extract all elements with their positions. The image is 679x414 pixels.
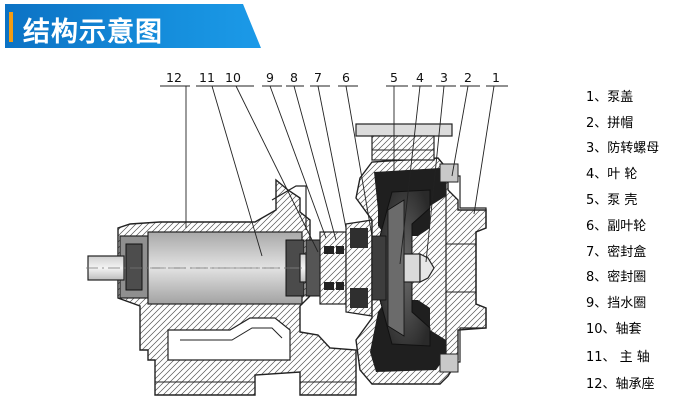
- legend-item: 9、挡水圈: [586, 296, 647, 311]
- seal-assembly: [305, 219, 373, 317]
- legend-item: 11、 主 轴: [586, 350, 650, 365]
- legend-item: 12、轴承座: [586, 377, 655, 392]
- callout-5: 5: [390, 70, 398, 85]
- callout-4: 4: [416, 70, 424, 85]
- header-band: [5, 4, 261, 48]
- legend-item: 5、泵 壳: [586, 193, 638, 208]
- header-accent-bar: [9, 12, 13, 42]
- legend-item: 8、密封圈: [586, 270, 647, 285]
- callout-11: 11: [199, 70, 215, 85]
- callout-3: 3: [440, 70, 448, 85]
- callout-8: 8: [290, 70, 298, 85]
- callout-10: 10: [225, 70, 241, 85]
- legend-item: 3、防转螺母: [586, 141, 660, 156]
- callout-6: 6: [342, 70, 350, 85]
- callout-numbers: 12 11 10 9 8 7 6 5 4 3 2 1: [166, 70, 500, 85]
- legend-item: 4、叶 轮: [586, 167, 638, 182]
- legend-item: 2、拼帽: [586, 116, 634, 131]
- leader-lines: [160, 85, 508, 265]
- legend-item: 6、副叶轮: [586, 219, 647, 234]
- callout-2: 2: [464, 70, 472, 85]
- callout-7: 7: [314, 70, 322, 85]
- callout-12: 12: [166, 70, 182, 85]
- callout-9: 9: [266, 70, 274, 85]
- callout-1: 1: [492, 70, 500, 85]
- legend-item: 1、泵盖: [586, 90, 634, 105]
- section-header: 结构示意图: [5, 4, 261, 48]
- section-title: 结构示意图: [23, 17, 163, 48]
- legend-item: 10、轴套: [586, 322, 642, 337]
- legend-item: 7、密封盒: [586, 245, 647, 260]
